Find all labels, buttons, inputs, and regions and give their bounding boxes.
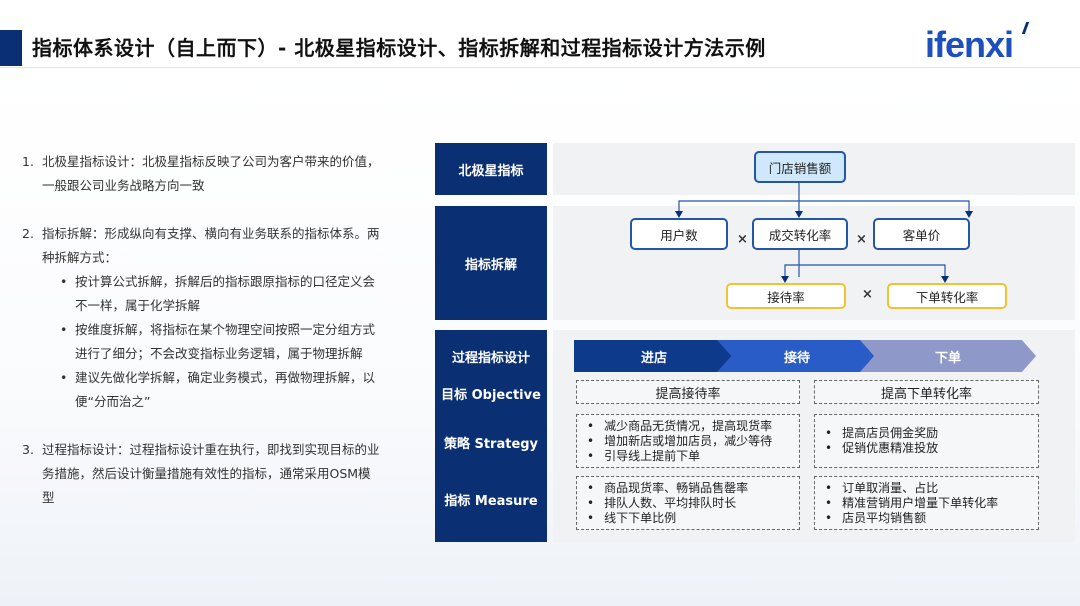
node-reception-rate: 接待率	[726, 283, 846, 309]
description-text: 1. 北极星指标设计：北极星指标反映了公司为客户带来的价值， 一般跟公司业务战略…	[22, 150, 380, 534]
text-line: 种拆解方式：	[42, 250, 118, 265]
measure-left: 商品现货率、畅销品售罄率 排队人数、平均排队时长 线下下单比例	[576, 476, 800, 530]
label-north-star: 北极星指标	[435, 143, 547, 195]
bullet-item: •按计算公式拆解，拆解后的指标跟原指标的口径定义会不一样，属于化学拆解	[60, 274, 376, 313]
arrow-head	[941, 276, 949, 283]
list-item: 商品现货率、畅销品售罄率	[587, 481, 799, 496]
stage-reception: 接待	[717, 340, 877, 372]
label-process: 过程指标设计	[451, 351, 530, 366]
objective-left: 提高接待率	[576, 380, 800, 404]
header-accent-bar	[0, 30, 22, 66]
strategy-left: 减少商品无货情况，提高现货率 增加新店或增加店员，减少等待 引导线上提前下单	[576, 414, 800, 468]
multiply-icon: ×	[856, 232, 867, 247]
list-item: 促销优惠精准投放	[825, 441, 1038, 456]
text-line: 指标拆解：形成纵向有支撑、横向有业务联系的指标体系。两	[42, 226, 380, 241]
node-conversion-rate: 成交转化率	[752, 218, 848, 250]
text-line: 过程指标设计：过程指标设计重在执行，即找到实现目标的业	[42, 442, 380, 457]
list-item: 引导线上提前下单	[587, 449, 799, 464]
list-item: 减少商品无货情况，提高现货率	[587, 419, 799, 434]
list-item: 线下下单比例	[587, 511, 799, 526]
multiply-icon: ×	[862, 287, 873, 302]
page-title: 指标体系设计（自上而下）- 北极星指标设计、指标拆解和过程指标设计方法示例	[32, 36, 766, 60]
label-decompose: 指标拆解	[435, 206, 547, 320]
label-measure: 指标 Measure	[444, 494, 538, 509]
text-line: 型	[42, 490, 55, 505]
point-number: 1.	[22, 154, 34, 169]
list-item: 店员平均销售额	[825, 511, 1038, 526]
strategy-right: 提高店员佣金奖励 促销优惠精准投放	[814, 414, 1039, 468]
label-objective: 目标 Objective	[441, 388, 541, 403]
node-store-sales: 门店销售额	[754, 151, 846, 183]
list-item: 精准营销用户增量下单转化率	[825, 496, 1038, 511]
node-order-conversion: 下单转化率	[887, 283, 1007, 309]
point-number: 2.	[22, 226, 34, 241]
arrow-head	[965, 211, 973, 218]
header-divider	[0, 67, 1080, 68]
list-item: 订单取消量、占比	[825, 481, 1038, 496]
point-number: 3.	[22, 442, 34, 457]
point-1: 1. 北极星指标设计：北极星指标反映了公司为客户带来的价值， 一般跟公司业务战略…	[22, 150, 380, 198]
point-2: 2. 指标拆解：形成纵向有支撑、横向有业务联系的指标体系。两 种拆解方式： •按…	[22, 222, 380, 414]
arrow-head	[781, 276, 789, 283]
bullet-item: •按维度拆解，将指标在某个物理空间按照一定分组方式进行了细分；不会改变指标业务逻…	[60, 322, 376, 361]
stage-enter: 进店	[574, 340, 734, 372]
label-strategy: 策略 Strategy	[443, 437, 539, 452]
point-3: 3. 过程指标设计：过程指标设计重在执行，即找到实现目标的业 务措施，然后设计衡…	[22, 438, 380, 510]
list-item: 提高店员佣金奖励	[825, 426, 1038, 441]
text-line: 一般跟公司业务战略方向一致	[42, 178, 205, 193]
arrow-head	[795, 211, 803, 218]
stage-order: 下单	[860, 340, 1036, 372]
arrow-head	[675, 211, 683, 218]
text-line: 务措施，然后设计衡量措施有效性的指标，通常采用OSM模	[42, 466, 371, 481]
measure-right: 订单取消量、占比 精准营销用户增量下单转化率 店员平均销售额	[814, 476, 1039, 530]
list-item: 排队人数、平均排队时长	[587, 496, 799, 511]
multiply-icon: ×	[737, 232, 748, 247]
label-process-column	[435, 330, 547, 542]
text-line: 北极星指标设计：北极星指标反映了公司为客户带来的价值，	[42, 154, 380, 169]
ifenxi-logo: ifenxi	[925, 22, 1030, 66]
objective-right: 提高下单转化率	[814, 380, 1039, 404]
bullet-item: •建议先做化学拆解，确定业务模式，再做物理拆解，以便“分而治之”	[60, 370, 376, 409]
node-users: 用户数	[630, 218, 728, 250]
node-unit-price: 客单价	[873, 218, 970, 250]
list-item: 增加新店或增加店员，减少等待	[587, 434, 799, 449]
